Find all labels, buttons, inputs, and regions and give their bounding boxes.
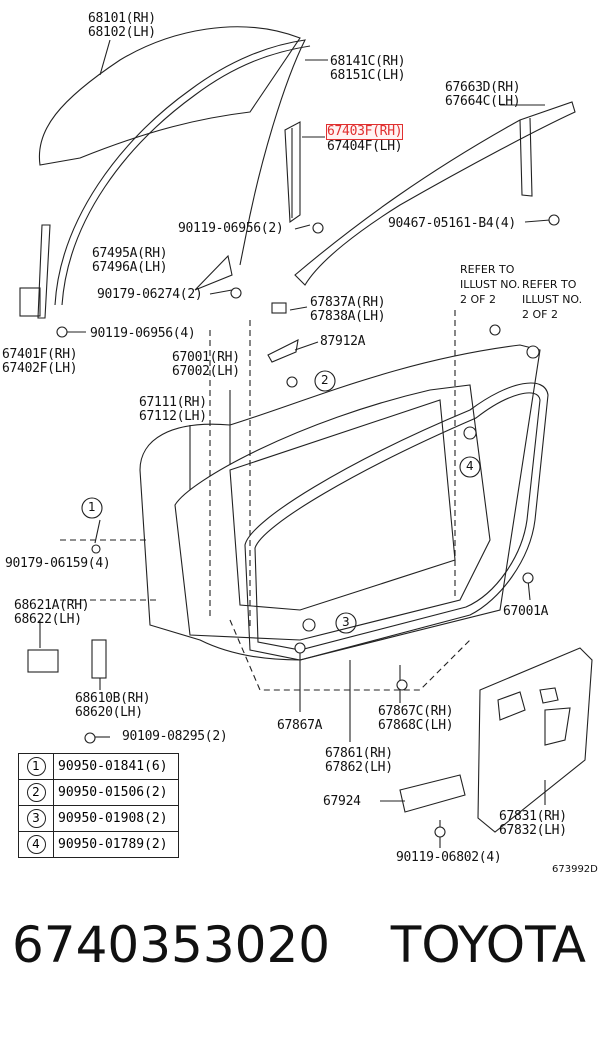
label-67401f: 67401F(RH) 67402F(LH): [2, 347, 78, 376]
legend-number: 4: [26, 835, 46, 854]
pillar-garnish: [284, 121, 301, 224]
label-90119-06956-2: 90119-06956(2): [178, 221, 284, 236]
inside-handle: [399, 774, 466, 813]
label-68610b: 68610B(RH) 68620(LH): [75, 691, 151, 720]
front-lower-channel: [37, 224, 51, 319]
label-68141c: 68141C(RH) 68151C(LH): [330, 54, 406, 83]
label-67403f-highlighted[interactable]: 67403F(RH): [325, 124, 404, 140]
refer-note-1: REFER TO ILLUST NO. 2 OF 2: [460, 263, 521, 306]
legend-number: 2: [26, 783, 46, 802]
label-67495a: 67495A(RH) 67496A(LH): [92, 246, 168, 275]
legend-code: 90950-01841(6): [53, 753, 179, 780]
upper-hinge: [27, 649, 59, 673]
footer: 6740353020 TOYOTA: [0, 915, 600, 975]
callout-4: 4: [466, 459, 474, 473]
parts-diagram: 68101(RH) 68102(LH) 68141C(RH) 68151C(LH…: [2, 11, 598, 876]
door-check: [91, 639, 107, 679]
part-number: 6740353020: [12, 916, 331, 974]
service-hole-cover: [477, 647, 593, 833]
corner-piece: [194, 254, 233, 291]
label-90179-06159: 90179-06159(4): [5, 556, 111, 571]
callout-2: 2: [321, 373, 329, 387]
label-67867a: 67867A: [277, 718, 323, 733]
label-90119-06956-4: 90119-06956(4): [90, 326, 196, 341]
label-67111: 67111(RH) 67112(LH): [139, 395, 207, 424]
label-90179-06274: 90179-06274(2): [97, 287, 203, 302]
label-67001: 67001(RH) 67002(LH): [172, 350, 240, 379]
door-inner-panel: [174, 384, 491, 641]
legend-code: 90950-01506(2): [53, 779, 179, 806]
diagram-drawing: [19, 26, 593, 848]
legend-number: 1: [26, 757, 46, 776]
label-67831: 67831(RH) 67832(LH): [499, 809, 567, 838]
legend-code: 90950-01789(2): [53, 831, 179, 858]
frame-moulding: [294, 101, 576, 286]
label-67663d: 67663D(RH) 67664C(LH): [445, 80, 521, 109]
legend-table: 1 90950-01841(6) 2 90950-01506(2) 3 9095…: [18, 753, 179, 858]
label-87912a: 87912A: [320, 334, 366, 349]
legend-row: 2 90950-01506(2): [18, 779, 179, 806]
brand-name: TOYOTA: [390, 916, 586, 974]
label-67867c: 67867C(RH) 67868C(LH): [378, 704, 454, 733]
illustration-number: 673992D: [552, 864, 598, 875]
label-67924: 67924: [323, 794, 361, 809]
legend-row: 4 90950-01789(2): [18, 831, 179, 858]
refer-note-2: REFER TO ILLUST NO. 2 OF 2: [522, 278, 583, 321]
label-67837a: 67837A(RH) 67838A(LH): [310, 295, 386, 324]
label-90119-06802: 90119-06802(4): [396, 850, 502, 865]
label-90109-08295: 90109-08295(2): [122, 729, 228, 744]
label-68621a: 68621A(RH) 68622(LH): [14, 598, 90, 627]
label-67001a: 67001A: [503, 604, 549, 619]
weatherstrip: [244, 382, 549, 661]
legend-code: 90950-01908(2): [53, 805, 179, 832]
label-68101: 68101(RH) 68102(LH): [88, 11, 156, 40]
label-67404f: 67404F(LH): [327, 139, 403, 154]
label-67861: 67861(RH) 67862(LH): [325, 746, 393, 775]
legend-row: 1 90950-01841(6): [18, 753, 179, 780]
label-90467: 90467-05161-B4(4): [388, 216, 516, 231]
glass-run-channel: [54, 39, 306, 306]
legend-row: 3 90950-01908(2): [18, 805, 179, 832]
legend-number: 3: [26, 809, 46, 828]
door-glass-shape: [38, 26, 301, 166]
callout-1: 1: [88, 500, 96, 514]
callout-3: 3: [342, 615, 350, 629]
door-shell: [139, 344, 541, 661]
